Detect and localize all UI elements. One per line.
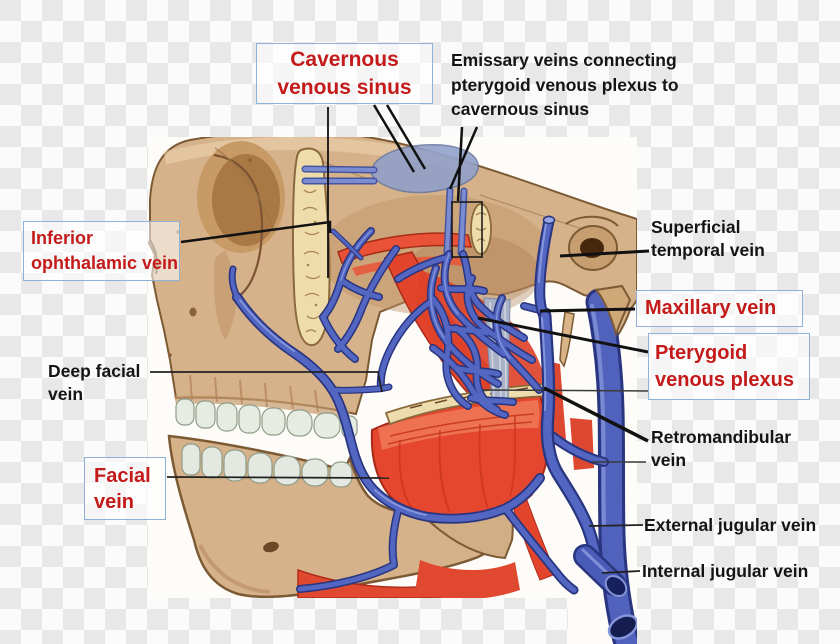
infraorbital-foramen bbox=[189, 307, 197, 317]
pointer-lines bbox=[150, 104, 650, 574]
label-facial-vein: Facial vein bbox=[84, 457, 166, 520]
emissary-veins bbox=[301, 165, 468, 257]
ear-canal bbox=[565, 215, 619, 339]
mental-foramen bbox=[263, 541, 279, 553]
label-superficial-temporal-vein: Superficial temporal vein bbox=[651, 217, 765, 260]
internal-jugular-vein bbox=[585, 284, 637, 644]
label-internal-jugular-vein: Internal jugular vein bbox=[642, 561, 809, 581]
label-retromandibular-vein: Retromandibular vein bbox=[651, 427, 792, 470]
orbit bbox=[197, 141, 285, 340]
external-jugular-cut-tube bbox=[573, 544, 628, 597]
label-maxillary-vein: Maxillary vein bbox=[636, 290, 803, 327]
retromandibular-external-jugular-vein bbox=[538, 309, 628, 597]
zygomatic-root-cross-section bbox=[470, 203, 492, 255]
label-emissary-veins: Emissary veins connecting pterygoid veno… bbox=[451, 50, 679, 119]
label-deep-facial-vein: Deep facial vein bbox=[48, 361, 141, 404]
label-external-jugular-vein: External jugular vein bbox=[644, 515, 817, 535]
styloid-process bbox=[559, 311, 575, 368]
label-inferior-ophthalamic-vein: Inferior ophthalamic vein bbox=[23, 221, 180, 281]
label-pterygoid-venous-plexus: Pterygoid venous plexus bbox=[648, 333, 810, 400]
label-cavernous-venous-sinus: Cavernous venous sinus bbox=[256, 43, 433, 104]
facial-vein bbox=[228, 265, 579, 595]
